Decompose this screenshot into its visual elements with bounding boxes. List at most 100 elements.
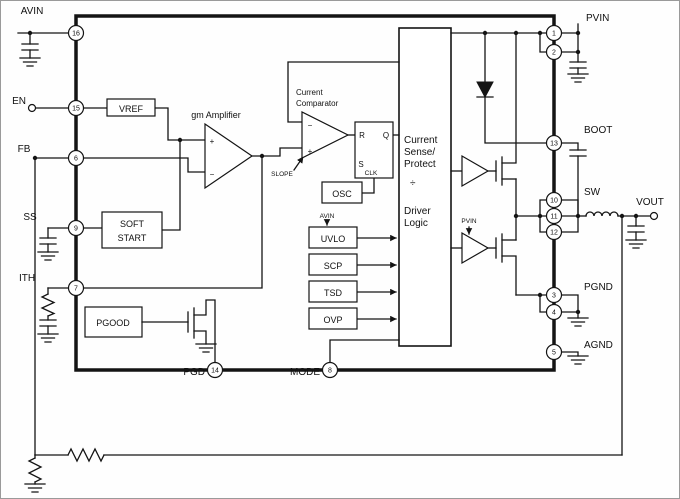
current-comparator-label-2: Comparator: [296, 99, 339, 108]
feedback-bottom-resistor-icon: [27, 457, 43, 483]
ovp-label: OVP: [323, 315, 342, 325]
scp-box: [308, 253, 358, 276]
slope-label: SLOPE: [271, 171, 293, 178]
vout-terminal: [649, 211, 659, 221]
pin-5: [545, 343, 563, 361]
pin-4: [545, 303, 563, 321]
osc-label: OSC: [332, 189, 352, 199]
scp-label: SCP: [324, 261, 343, 271]
pgd-label: PGD: [183, 367, 205, 378]
current-comparator-label-1: Current: [296, 88, 323, 97]
pin-3-number: 3: [552, 293, 556, 300]
internal-wires: [83, 32, 547, 363]
pin-13: [545, 134, 563, 152]
soft-start-box: [101, 211, 163, 249]
agnd-ground-icon: [567, 355, 589, 365]
pin-12: [545, 223, 563, 241]
pin-14-number: 14: [211, 368, 219, 375]
fb-label: FB: [18, 144, 31, 155]
pin-3: [545, 286, 563, 304]
flipflop-q-label: Q: [383, 131, 389, 140]
pins: 16 15 6 9 7 14 8 1 2 13 10 11 12 3 4 5: [67, 24, 563, 379]
comparator-plus-sign: +: [308, 147, 313, 156]
high-side-driver-icon: [461, 154, 490, 188]
gm-amplifier: gm Amplifier + −: [191, 110, 254, 190]
logic-block-text-2: Sense/: [404, 147, 435, 158]
pin-11-number: 11: [550, 214, 557, 221]
pgood-ground-icon: [195, 343, 217, 353]
current-comparator: Current Comparator − + SLOPE: [271, 88, 350, 178]
ss-ground-icon: [37, 251, 59, 261]
flipflop-r-label: R: [359, 131, 365, 140]
gm-minus-sign: −: [210, 170, 215, 179]
logic-block-text-5: Driver: [404, 206, 431, 217]
pin-7: [67, 279, 85, 297]
logic-block-text-3: Protect: [404, 159, 436, 170]
feedback-divider: [24, 447, 623, 493]
pin-2: [545, 43, 563, 61]
tsd-box: [308, 280, 358, 303]
pgnd-label: PGND: [584, 282, 613, 293]
function-boxes: VREF SOFT START PGOOD OSC AVIN UVLO SCP …: [84, 98, 363, 338]
ith-ground-icon: [37, 333, 59, 343]
feedback-top-resistor-icon: [67, 447, 105, 463]
soft-start-label-1: SOFT: [120, 219, 145, 229]
pin-8: [321, 361, 339, 379]
pin-11: [545, 207, 563, 225]
pin-16: [67, 24, 85, 42]
en-terminal: [27, 103, 37, 113]
pin-15: [67, 99, 85, 117]
ith-label: ITH: [19, 273, 35, 284]
osc-box: [321, 181, 363, 204]
boot-label: BOOT: [584, 125, 612, 136]
external-left: [17, 32, 69, 456]
pvin-ground-icon: [567, 73, 589, 83]
high-side-driver-mosfet: [461, 32, 517, 241]
bootstrap-diode: [476, 32, 547, 144]
pvin-cap-icon: [569, 61, 587, 69]
gm-plus-sign: +: [210, 137, 215, 146]
pin-10: [545, 191, 563, 209]
logic-block-text-6: Logic: [404, 218, 428, 229]
gm-amplifier-label: gm Amplifier: [191, 110, 241, 120]
pin-9: [67, 219, 85, 237]
uvlo-box: [308, 226, 358, 249]
avin-label: AVIN: [21, 6, 44, 17]
ith-resistor-icon: [40, 293, 56, 317]
ss-cap-icon: [39, 237, 57, 245]
pin-10-number: 10: [550, 198, 558, 205]
feedback-ground-icon: [24, 483, 46, 493]
pin-16-number: 16: [72, 31, 80, 38]
boot-cap-icon: [569, 149, 587, 157]
junction-dots: [27, 30, 639, 315]
vout-cap-icon: [627, 225, 645, 233]
soft-start-label-2: START: [118, 233, 147, 243]
rs-flipflop: R Q S CLK: [354, 121, 394, 179]
flipflop-s-label: S: [358, 160, 363, 169]
avin-cap-icon: [21, 43, 39, 51]
sw-label: SW: [584, 187, 601, 198]
pin-5-number: 5: [552, 350, 556, 357]
low-side-driver-icon: [461, 231, 490, 265]
terminal-labels: AVIN EN FB SS ITH PGD MODE PVIN BOOT SW …: [12, 6, 664, 378]
pgood-mosfet: [141, 299, 217, 363]
vref-box: [106, 98, 156, 117]
pin-7-number: 7: [74, 286, 78, 293]
ith-cap-icon: [39, 319, 57, 327]
pin-4-number: 4: [552, 310, 556, 317]
pin-15-number: 15: [72, 106, 80, 113]
pin-1-number: 1: [552, 31, 556, 38]
tsd-label: TSD: [324, 288, 343, 298]
ovp-box: [308, 307, 358, 330]
vout-label: VOUT: [636, 197, 664, 208]
avin-ground-icon: [19, 57, 41, 67]
driver-supply-label: PVIN: [461, 218, 476, 225]
vref-label: VREF: [119, 104, 144, 114]
pin-8-number: 8: [328, 368, 332, 375]
pin-9-number: 9: [74, 226, 78, 233]
logic-block-text-4: ÷: [410, 178, 416, 189]
pin-14: [206, 361, 224, 379]
